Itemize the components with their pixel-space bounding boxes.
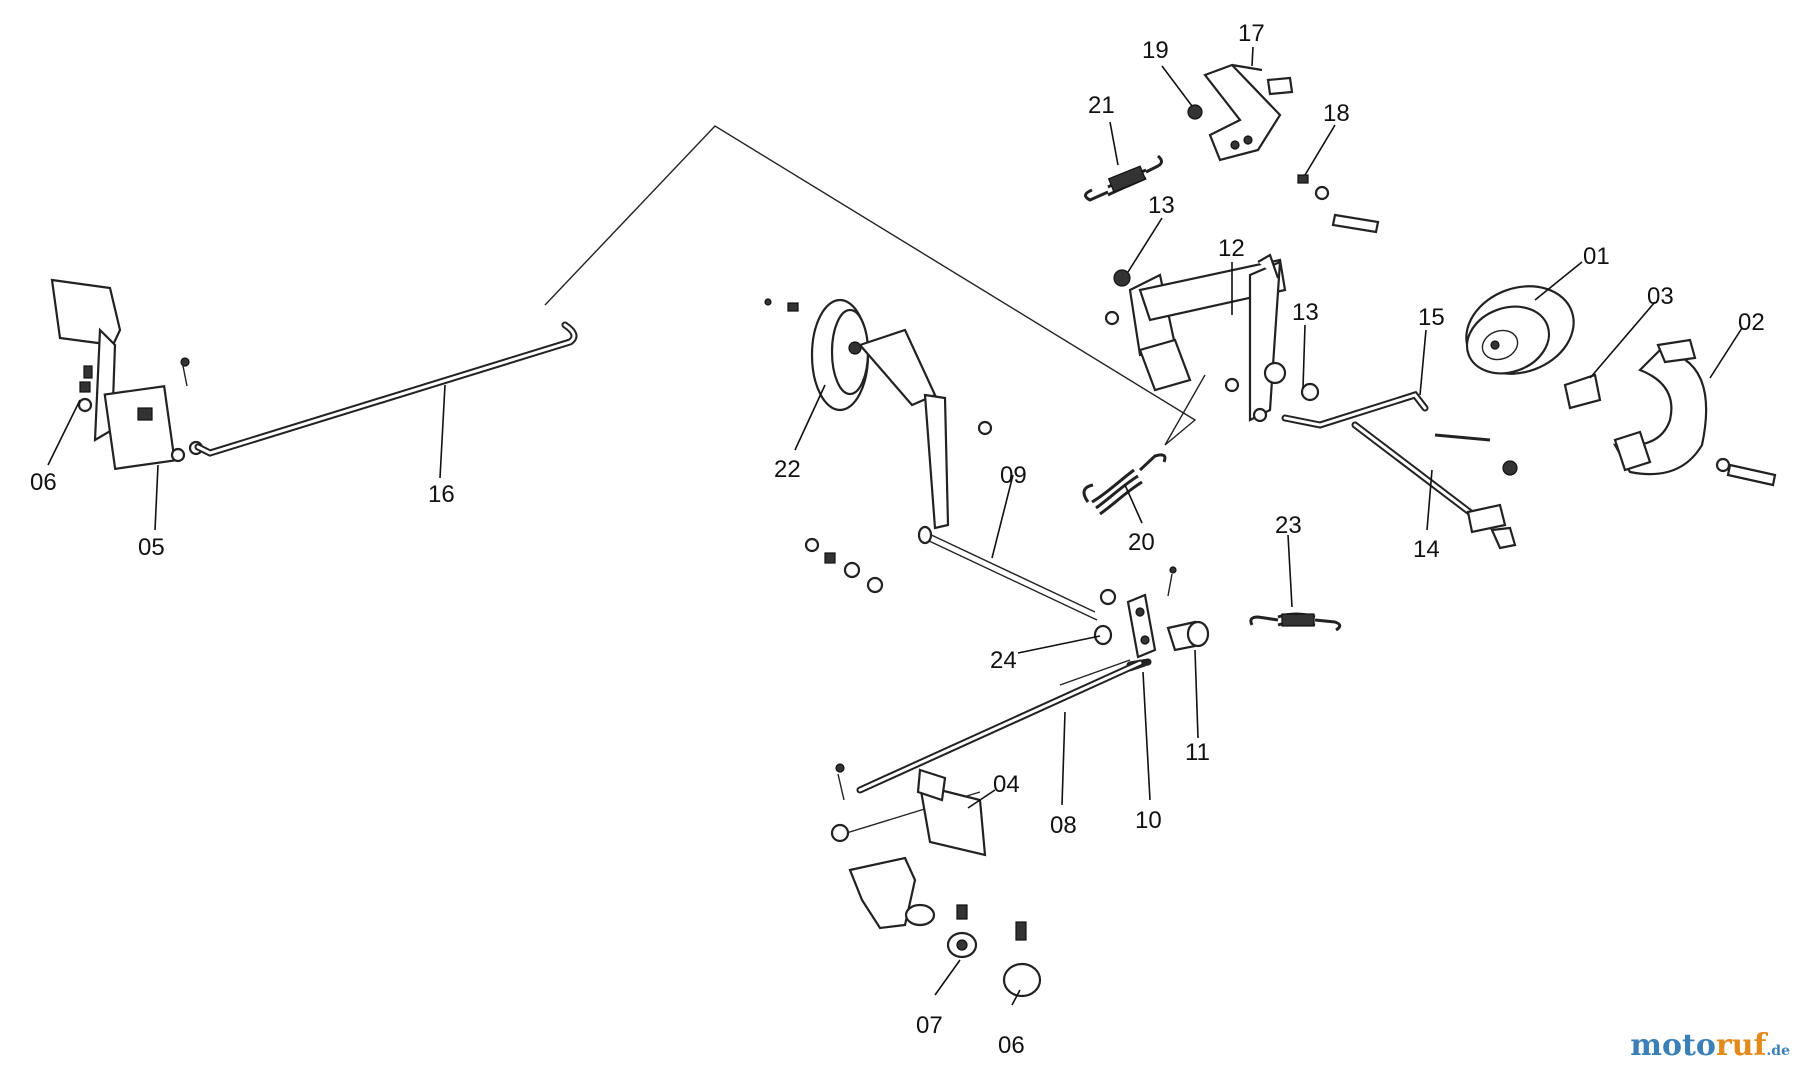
callout-12: 12 <box>1218 235 1245 262</box>
rod-08 <box>839 659 1144 836</box>
assembly-outline <box>544 125 1206 446</box>
spring-20 <box>1082 453 1167 516</box>
callout-22: 22 <box>774 456 801 483</box>
callout-16: 16 <box>428 481 455 508</box>
callout-19: 19 <box>1142 37 1169 64</box>
watermark-logo: motoruf.de <box>1630 1028 1790 1063</box>
spring-21 <box>1084 154 1163 202</box>
bracket-17 <box>1187 63 1380 234</box>
callout-23: 23 <box>1275 512 1302 539</box>
callout-09: 09 <box>1000 462 1027 489</box>
callout-24: 24 <box>990 647 1017 674</box>
bracket-24 <box>1059 566 1177 686</box>
pedal-assembly <box>50 278 204 471</box>
brake-drum-01 <box>1465 285 1575 375</box>
callout-labels: 01 02 03 04 05 06 06 07 08 09 10 11 12 1… <box>30 20 1765 1059</box>
callout-20: 20 <box>1128 529 1155 556</box>
leader-lines <box>47 46 1743 1006</box>
callout-11: 11 <box>1185 739 1210 766</box>
rod-15-14 <box>1281 390 1518 550</box>
callout-06-bottom: 06 <box>998 1032 1025 1059</box>
callout-14: 14 <box>1413 536 1440 563</box>
pulley-22 <box>764 298 993 530</box>
callout-13-top: 13 <box>1148 192 1175 219</box>
watermark-part1: moto <box>1630 1028 1716 1063</box>
watermark-part2: ruf <box>1715 1028 1767 1063</box>
plate-12 <box>1104 253 1287 423</box>
callout-04: 04 <box>993 771 1020 798</box>
lower-pedal-assembly <box>830 763 1042 998</box>
callout-21: 21 <box>1088 92 1115 119</box>
callout-03: 03 <box>1647 283 1674 310</box>
pin-11 <box>1166 620 1210 652</box>
callout-05: 05 <box>138 534 165 561</box>
callout-15: 15 <box>1418 304 1445 331</box>
hardware-cluster <box>804 537 884 594</box>
rod-16 <box>194 321 578 457</box>
callout-06-left: 06 <box>30 469 57 496</box>
watermark-tld: .de <box>1766 1043 1790 1059</box>
brake-shoe-03 <box>1563 373 1602 410</box>
spring-23 <box>1249 612 1342 632</box>
brake-band-02 <box>1613 338 1777 487</box>
callout-08: 08 <box>1050 812 1077 839</box>
rod-09 <box>917 525 1098 621</box>
callout-01: 01 <box>1583 243 1610 270</box>
nut-13 <box>1300 382 1320 402</box>
callout-02: 02 <box>1738 309 1765 336</box>
callout-13-right: 13 <box>1292 299 1319 326</box>
callout-18: 18 <box>1323 100 1350 127</box>
callout-10: 10 <box>1135 807 1162 834</box>
callout-07: 07 <box>916 1012 943 1039</box>
callout-17: 17 <box>1238 20 1265 47</box>
